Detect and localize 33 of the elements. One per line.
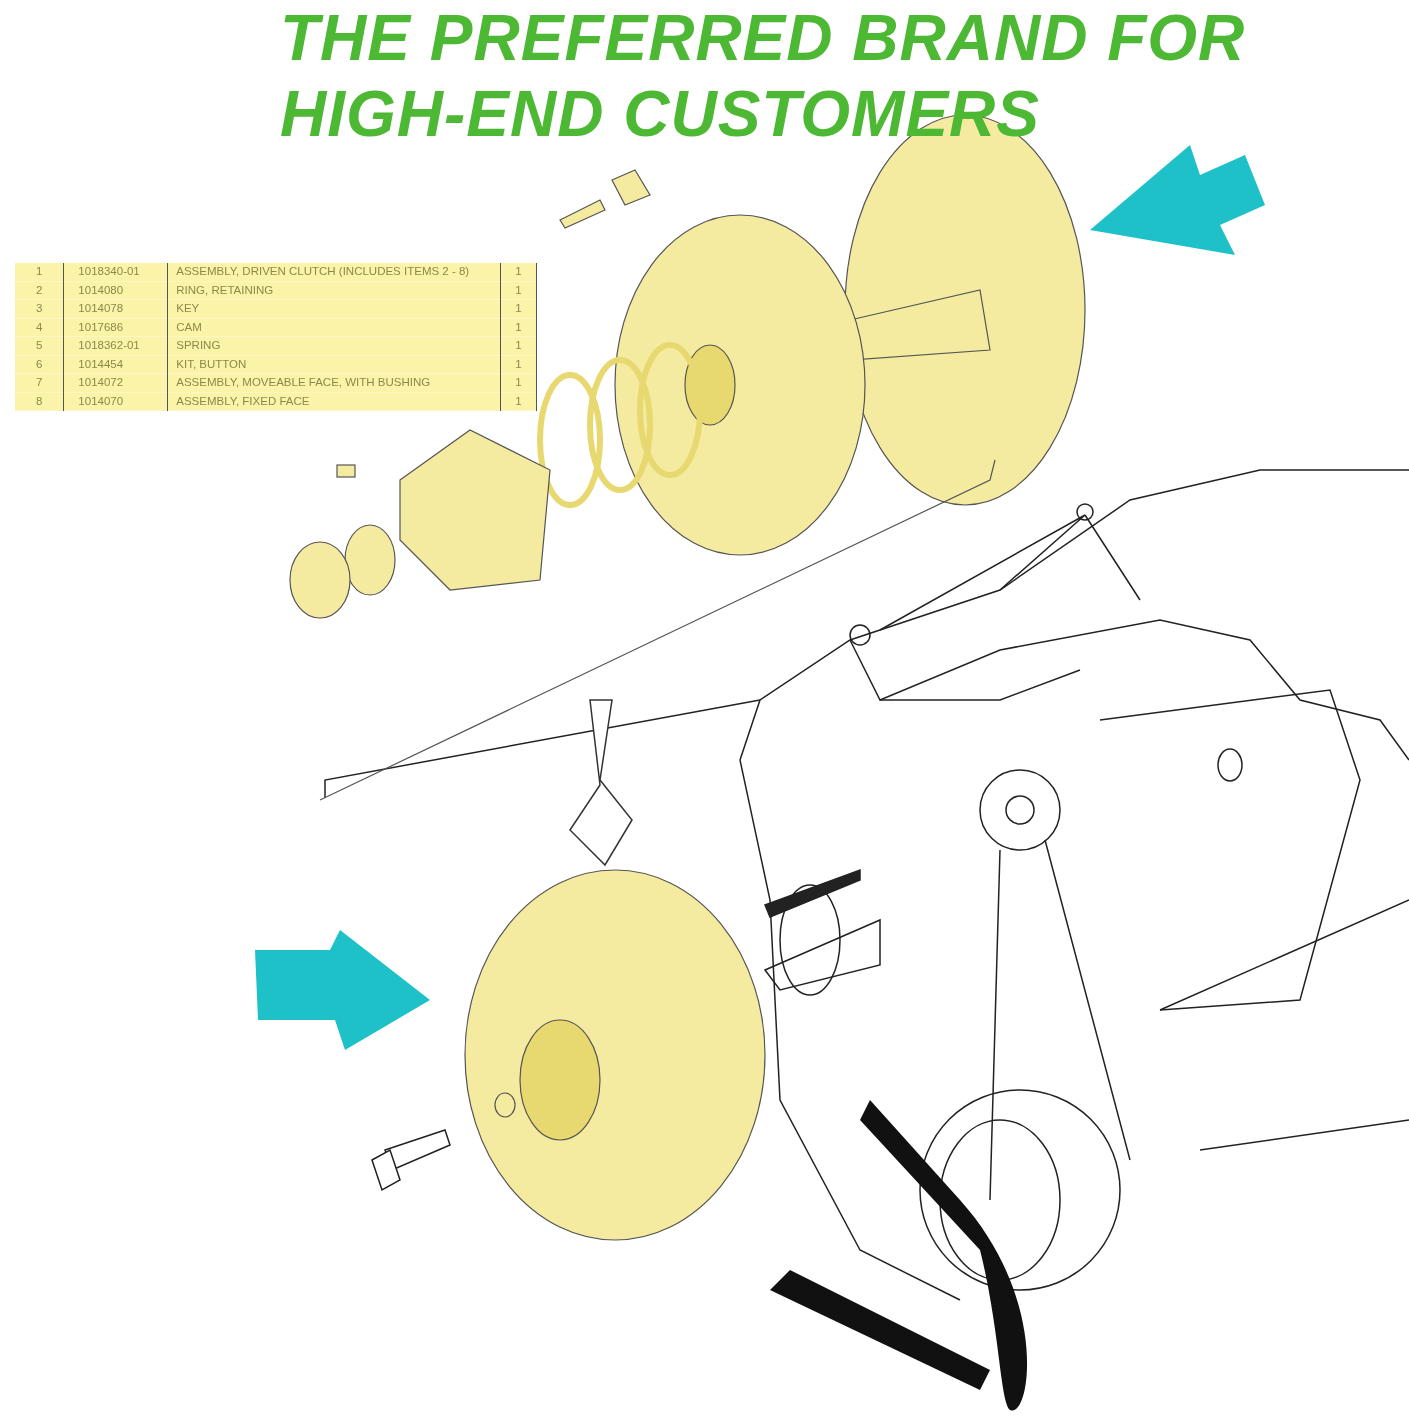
part-number: 1014454 bbox=[78, 357, 124, 370]
item-number: 6 bbox=[35, 357, 43, 370]
part-description: KEY bbox=[176, 302, 200, 314]
part-description: KIT, BUTTON bbox=[176, 357, 247, 370]
part-description: ASSEMBLY, FIXED FACE bbox=[176, 394, 310, 407]
item-number: 5 bbox=[35, 339, 43, 351]
part-number: 1018362-01 bbox=[78, 339, 140, 351]
quantity: 1 bbox=[515, 339, 522, 351]
quantity: 1 bbox=[515, 265, 522, 277]
part-number: 1017686 bbox=[78, 320, 124, 333]
item-number: 1 bbox=[35, 265, 43, 277]
item-number: 7 bbox=[35, 376, 43, 388]
item-number: 4 bbox=[35, 320, 43, 333]
quantity: 1 bbox=[515, 320, 522, 333]
part-description: CAM bbox=[176, 320, 202, 333]
part-description: ASSEMBLY, MOVEABLE FACE, WITH BUSHING bbox=[176, 376, 431, 388]
quantity: 1 bbox=[515, 283, 522, 296]
heading: THE PREFERRED BRAND FOR HIGH-END CUSTOMERS bbox=[280, 1, 1247, 152]
part-description: SPRING bbox=[176, 339, 221, 351]
part-description: ASSEMBLY, DRIVEN CLUTCH (INCLUDES ITEMS 2 - 8) bbox=[176, 265, 470, 277]
part-number: 1014080 bbox=[78, 283, 124, 296]
item-number: 2 bbox=[35, 283, 43, 296]
part-number: 1018340-01 bbox=[78, 265, 140, 277]
part-description: RING, RETAINING bbox=[176, 283, 274, 296]
item-number: 3 bbox=[35, 302, 43, 314]
item-number: 8 bbox=[35, 394, 43, 407]
quantity: 1 bbox=[515, 376, 522, 388]
quantity: 1 bbox=[515, 394, 522, 407]
quantity: 1 bbox=[515, 302, 522, 314]
part-number: 1014072 bbox=[78, 376, 124, 388]
quantity: 1 bbox=[515, 357, 522, 370]
part-number: 1014070 bbox=[78, 394, 124, 407]
part-number: 1014078 bbox=[78, 302, 124, 314]
